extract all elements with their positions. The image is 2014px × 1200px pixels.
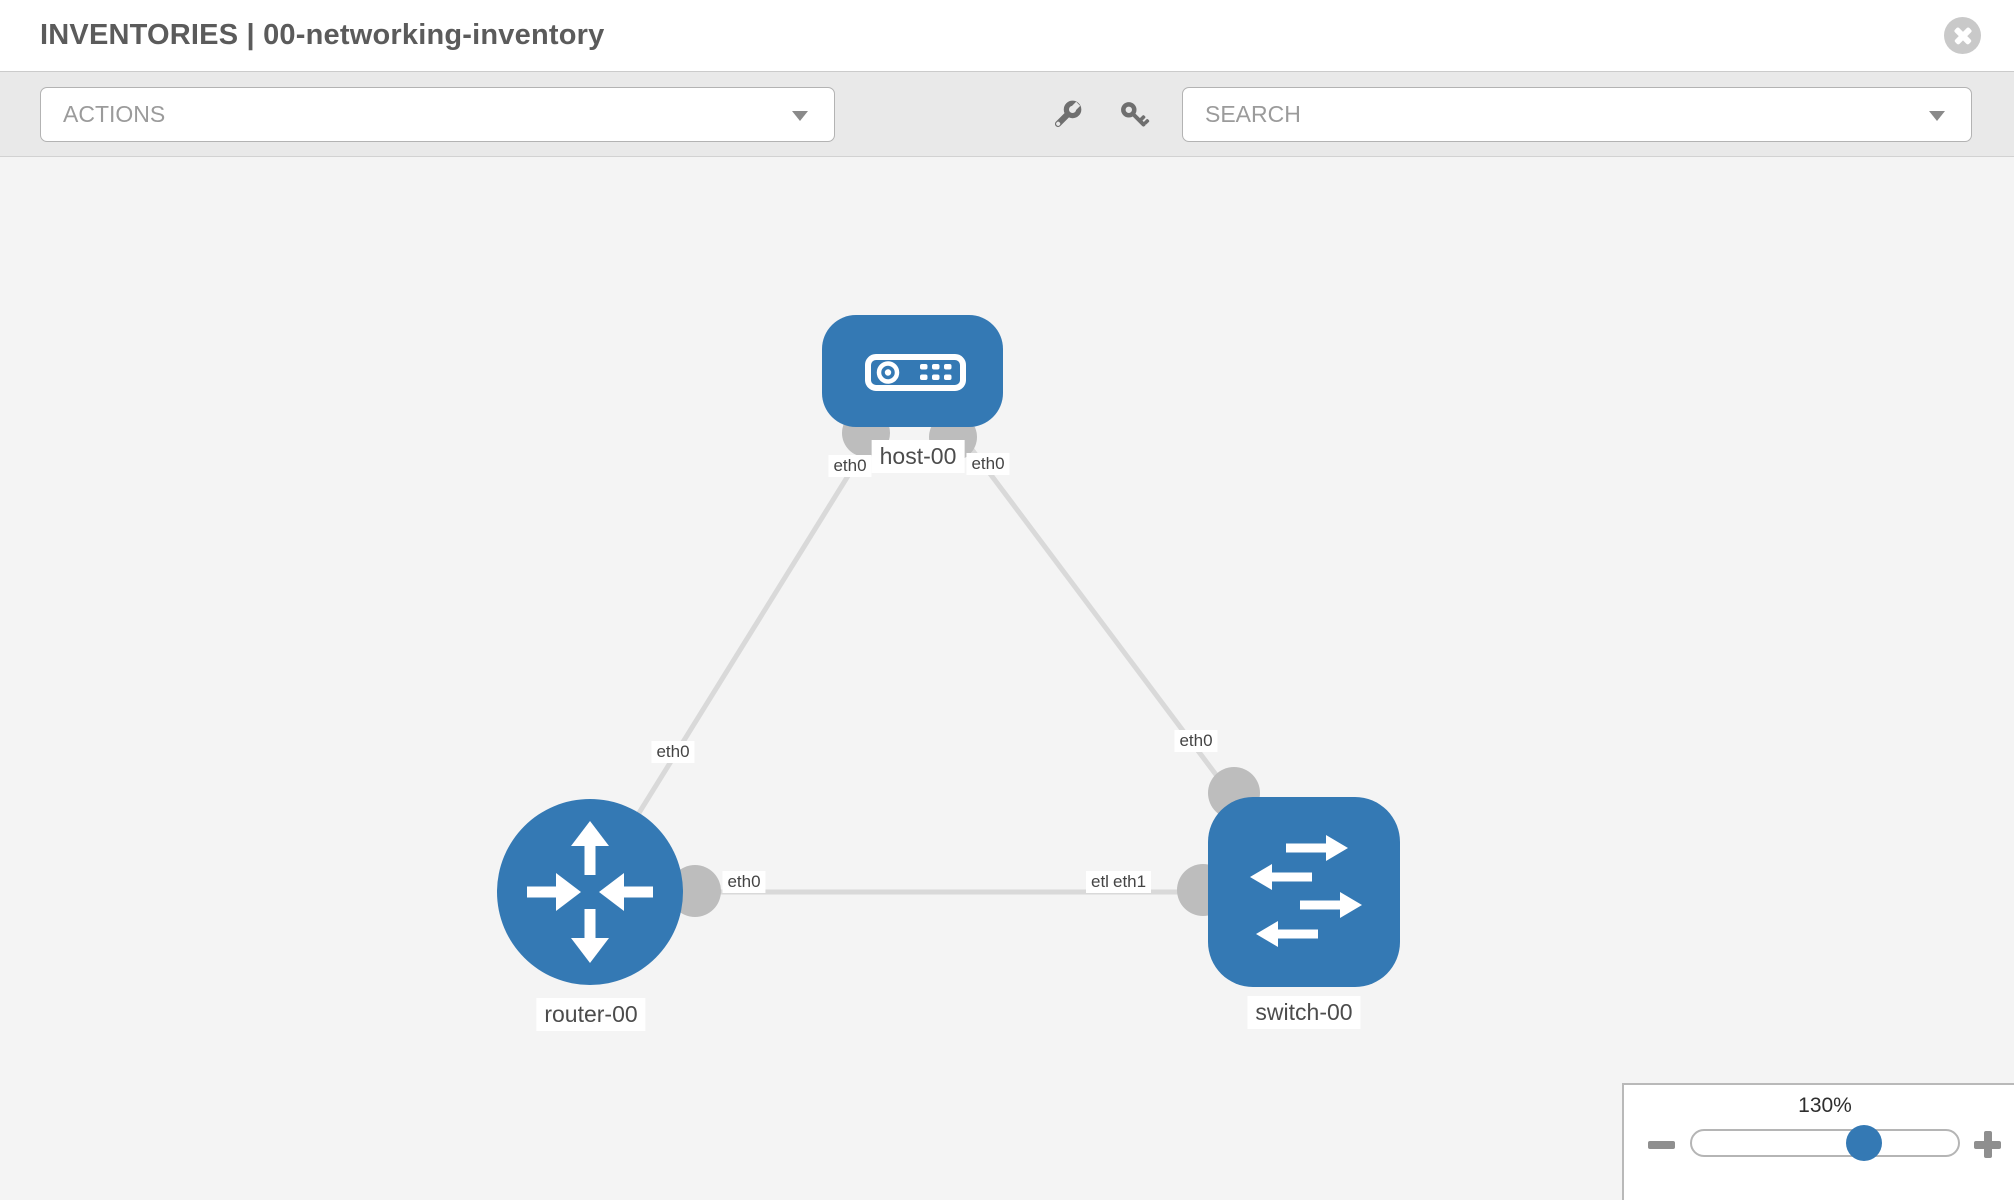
zoom-slider-track[interactable]: [1690, 1125, 1960, 1161]
node-host[interactable]: [822, 315, 1003, 427]
switch-arrows-icon: [1250, 835, 1362, 947]
minus-icon: [1648, 1141, 1675, 1149]
header-bar: INVENTORIES | 00-networking-inventory: [0, 0, 2014, 71]
zoom-in-button[interactable]: [1974, 1131, 2001, 1158]
chevron-down-icon: [792, 111, 808, 121]
search-placeholder: SEARCH: [1205, 101, 1301, 127]
close-button[interactable]: [1944, 17, 1981, 54]
node-router[interactable]: [497, 799, 683, 985]
configure-button[interactable]: [1047, 97, 1085, 135]
eth-label: eth0: [651, 741, 695, 763]
zoom-out-button[interactable]: [1648, 1131, 1675, 1158]
eth-label: eth0: [966, 453, 1010, 475]
toolbar: ACTIONS: [0, 71, 2014, 157]
chevron-down-icon: [1929, 111, 1945, 121]
wrench-icon: [1054, 100, 1082, 128]
plus-icon: [1984, 1131, 1992, 1158]
topology-canvas[interactable]: eth0 eth0 eth0 eth0 eth0 etl eth1 host-0…: [0, 157, 2014, 1200]
eth-label: eth0: [1174, 730, 1218, 752]
key-icon: [1121, 102, 1150, 127]
actions-dropdown-label: ACTIONS: [63, 101, 166, 127]
zoom-slider-thumb[interactable]: [1846, 1125, 1882, 1161]
node-switch[interactable]: [1208, 797, 1400, 987]
topology-graph: [497, 315, 1400, 987]
actions-dropdown[interactable]: ACTIONS: [40, 87, 835, 142]
key-credentials-button[interactable]: [1116, 97, 1154, 135]
ports-layer: [669, 409, 1260, 917]
zoom-panel: 130%: [1622, 1083, 2014, 1200]
router-arrows-icon: [527, 821, 653, 963]
zoom-level-readout: 130%: [1798, 1094, 1852, 1117]
server-icon: [865, 354, 966, 391]
node-label-router: router-00: [536, 998, 646, 1031]
node-label-switch: switch-00: [1247, 996, 1361, 1029]
node-label-host: host-00: [871, 440, 965, 473]
eth-label: eth0: [722, 871, 766, 893]
eth-label: eth0: [828, 455, 872, 477]
page-title: INVENTORIES | 00-networking-inventory: [40, 19, 605, 51]
eth-label-clipped: etl: [1086, 871, 1114, 893]
search-dropdown[interactable]: SEARCH: [1182, 87, 1972, 142]
eth-label: eth1: [1108, 871, 1152, 893]
